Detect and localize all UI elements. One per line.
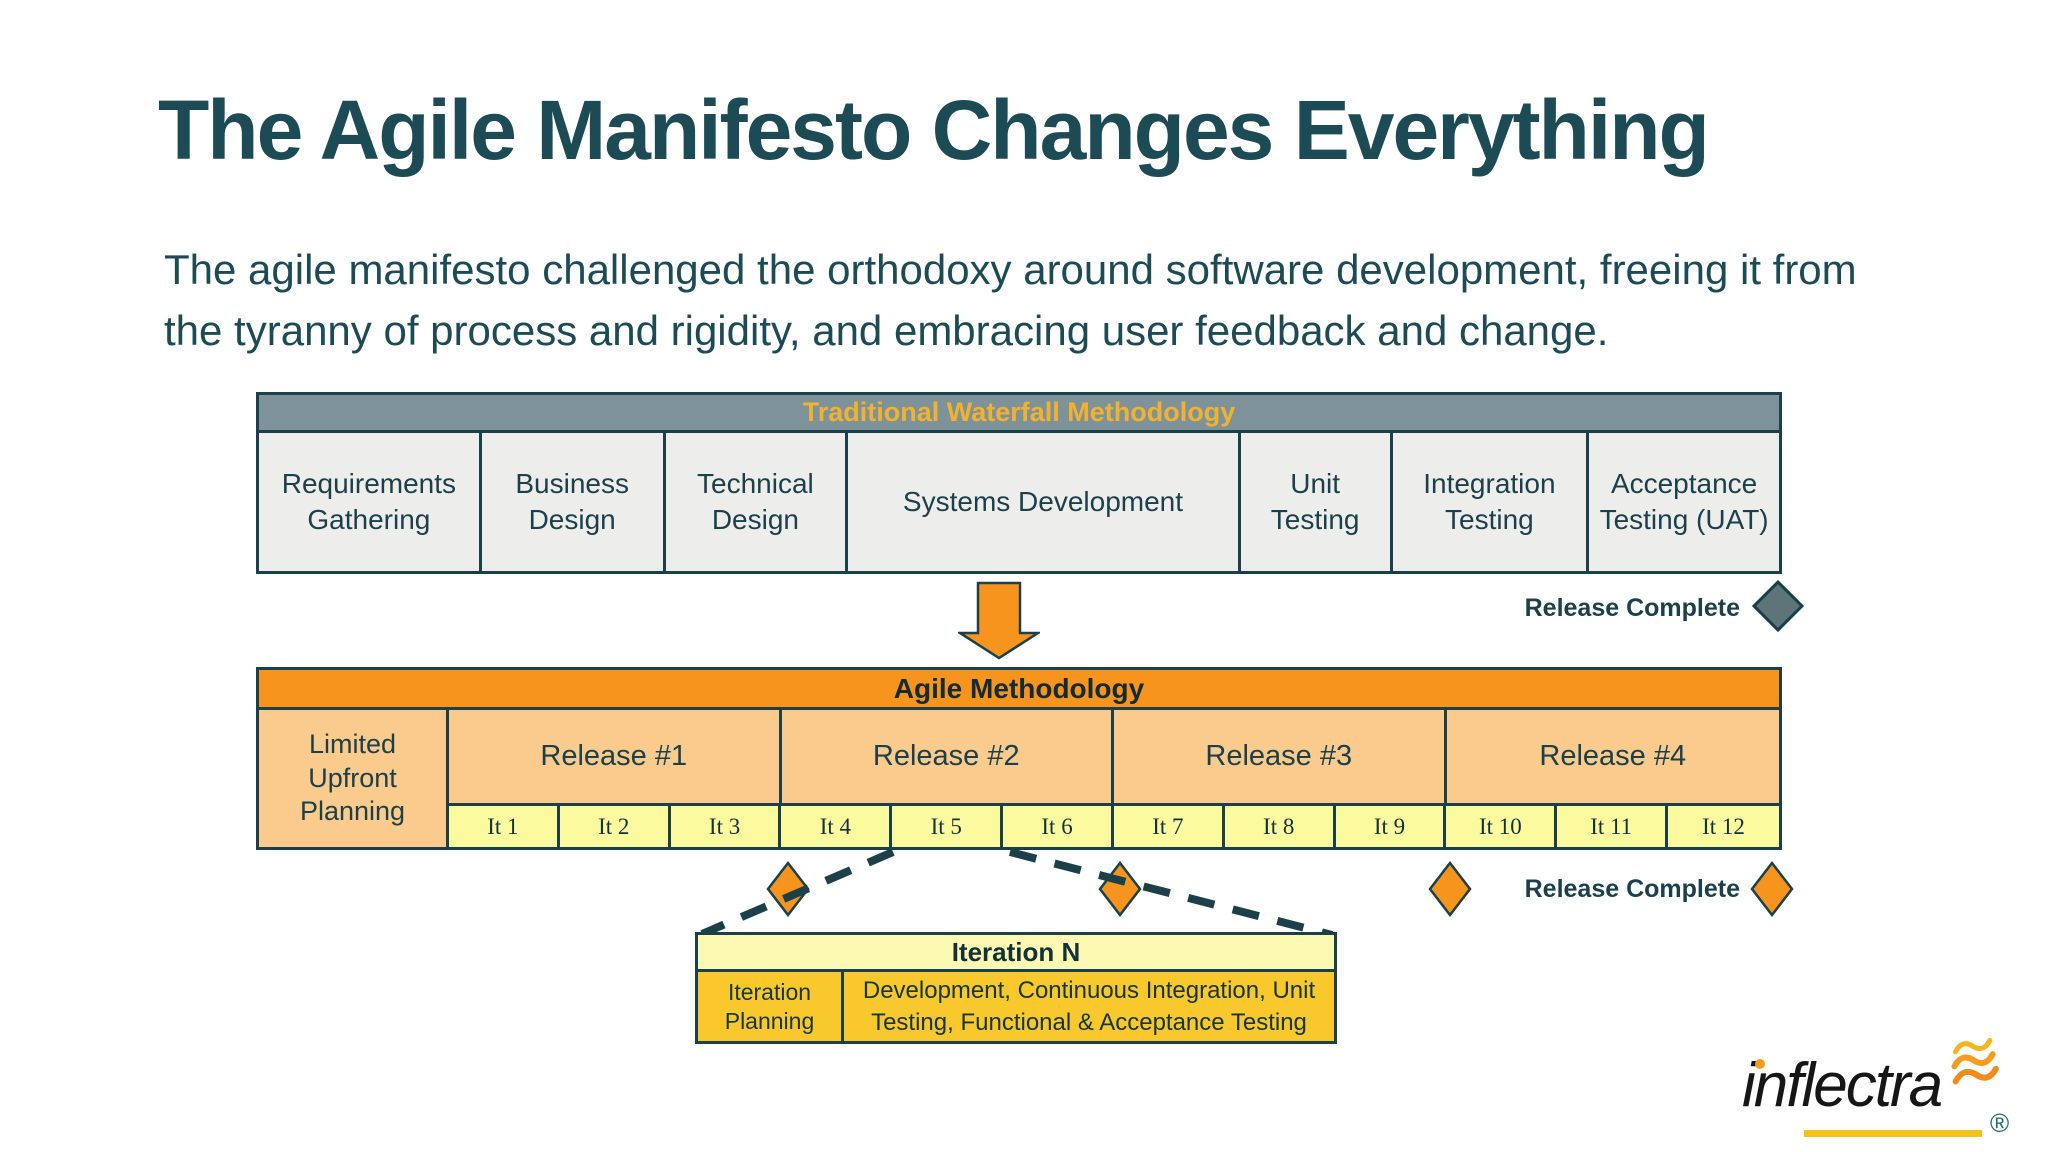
agile-table: Agile Methodology Limited Upfront Planni… xyxy=(256,667,1782,850)
agile-iteration-3: It 3 xyxy=(670,806,782,847)
down-arrow-icon xyxy=(958,581,1040,660)
waterfall-header: Traditional Waterfall Methodology xyxy=(256,392,1782,433)
agile-iteration-8: It 8 xyxy=(1224,806,1336,847)
iteration-detail-activities: Development, Continuous Integration, Uni… xyxy=(844,972,1334,1041)
agile-iteration-10: It 10 xyxy=(1446,806,1558,847)
waterfall-release-complete-diamond-icon xyxy=(1752,580,1804,632)
agile-iteration-11: It 11 xyxy=(1557,806,1669,847)
waterfall-phase-row: Requirements Gathering Business Design T… xyxy=(256,433,1782,574)
inflectra-logo-i-dot xyxy=(1755,1059,1765,1069)
agile-body: Limited Upfront Planning Release #1 Rele… xyxy=(256,710,1782,850)
inflectra-logo-underline xyxy=(1804,1130,1982,1137)
page-subtitle: The agile manifesto challenged the ortho… xyxy=(164,246,1857,354)
agile-release-4: Release #4 xyxy=(1446,710,1779,803)
inflectra-flame-icon xyxy=(1951,1037,1999,1085)
waterfall-phase-requirements-gathering: Requirements Gathering xyxy=(259,433,479,571)
agile-release-1-complete-diamond-icon xyxy=(766,861,810,917)
waterfall-phase-integration-testing: Integration Testing xyxy=(1389,433,1587,571)
agile-release-4-complete-diamond-icon xyxy=(1750,861,1794,917)
agile-limited-upfront-planning: Limited Upfront Planning xyxy=(259,710,449,847)
agile-release-row: Release #1 Release #2 Release #3 Release… xyxy=(449,710,1779,806)
agile-iteration-5: It 5 xyxy=(892,806,1004,847)
agile-iteration-4: It 4 xyxy=(781,806,893,847)
agile-release-3-complete-diamond-icon xyxy=(1428,861,1472,917)
agile-iteration-1: It 1 xyxy=(449,806,560,847)
agile-release-2: Release #2 xyxy=(781,710,1114,803)
agile-iteration-9: It 9 xyxy=(1335,806,1447,847)
agile-release-1: Release #1 xyxy=(449,710,782,803)
agile-release-grid: Release #1 Release #2 Release #3 Release… xyxy=(449,710,1779,847)
registered-trademark-symbol: ® xyxy=(1990,1108,2010,1138)
waterfall-release-complete-label: Release Complete xyxy=(1524,594,1740,622)
agile-iteration-2: It 2 xyxy=(559,806,671,847)
agile-iteration-row: It 1 It 2 It 3 It 4 It 5 It 6 It 7 It 8 … xyxy=(449,806,1779,847)
inflectra-logo: inflectra ® xyxy=(1742,1037,2022,1142)
agile-iteration-12: It 12 xyxy=(1668,806,1779,847)
page-title: The Agile Manifesto Changes Everything xyxy=(158,83,1710,177)
waterfall-phase-systems-development: Systems Development xyxy=(845,433,1238,571)
agile-release-complete-label: Release Complete xyxy=(1524,875,1740,903)
agile-header: Agile Methodology xyxy=(256,667,1782,710)
waterfall-table: Traditional Waterfall Methodology Requir… xyxy=(256,392,1782,574)
waterfall-phase-acceptance-testing: Acceptance Testing (UAT) xyxy=(1586,433,1779,571)
waterfall-phase-business-design: Business Design xyxy=(478,433,663,571)
iteration-detail-planning: Iteration Planning xyxy=(698,972,844,1041)
iteration-detail-header: Iteration N xyxy=(695,932,1337,972)
agile-release-3: Release #3 xyxy=(1114,710,1447,803)
exploded-view-dashed-line-right xyxy=(1009,848,1333,939)
waterfall-phase-unit-testing: Unit Testing xyxy=(1237,433,1390,571)
waterfall-phase-technical-design: Technical Design xyxy=(662,433,846,571)
agile-iteration-7: It 7 xyxy=(1113,806,1225,847)
agile-release-2-complete-diamond-icon xyxy=(1098,861,1142,917)
iteration-detail-box: Iteration N Iteration Planning Developme… xyxy=(695,932,1337,1044)
agile-iteration-6: It 6 xyxy=(1003,806,1114,847)
iteration-detail-body: Iteration Planning Development, Continuo… xyxy=(695,972,1337,1044)
inflectra-logo-text: inflectra xyxy=(1742,1051,1943,1120)
